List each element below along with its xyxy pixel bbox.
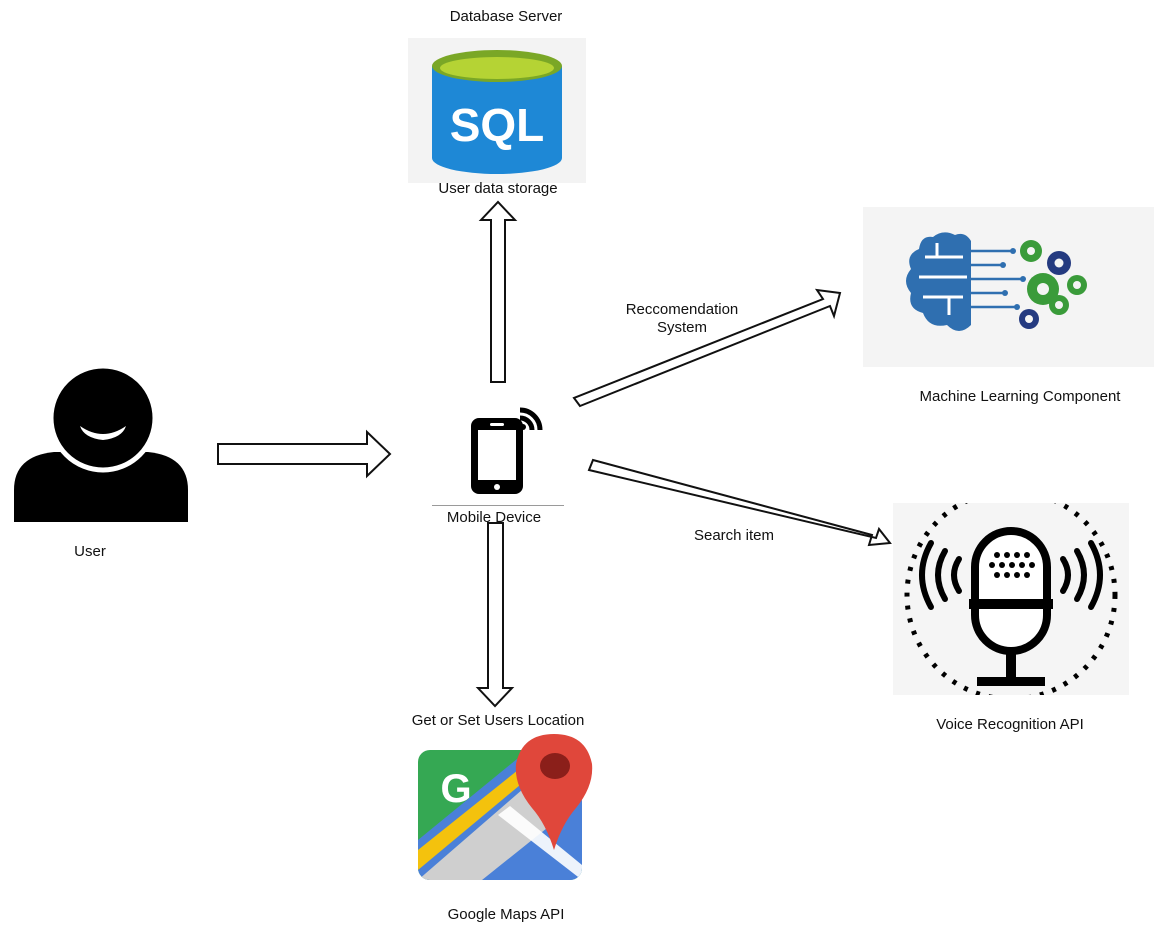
arrow-mobile-to-maps [475,522,515,708]
mobile-caption: Mobile Device [446,509,542,526]
brain-gears-icon [863,207,1154,367]
database-server-title: Database Server [449,8,563,25]
ml-caption: Machine Learning Component [919,388,1121,405]
microphone-icon [893,503,1129,695]
mobile-phone-wifi-icon [468,404,544,498]
maps-icon-text: G [440,767,471,811]
sql-icon-text: SQL [450,99,545,151]
arrow-mobile-to-voice [587,458,892,547]
database-caption: User data storage [438,180,558,197]
arrow-mobile-to-ml [572,288,842,408]
google-maps-icon: G [418,730,604,886]
sql-database-icon: SQL [408,38,586,183]
maps-caption: Google Maps API [447,906,565,923]
recommendation-label-line2: System [656,319,707,336]
user-silhouette-icon [10,366,192,526]
arrow-mobile-to-database [478,200,518,383]
location-label: Get or Set Users Location [411,712,585,729]
voice-caption: Voice Recognition API [936,716,1084,733]
search-item-label: Search item [693,527,775,544]
mobile-divider [432,505,564,506]
user-caption: User [74,543,106,560]
recommendation-label-line1: Reccomendation [625,301,739,318]
arrow-user-to-mobile [217,429,392,479]
